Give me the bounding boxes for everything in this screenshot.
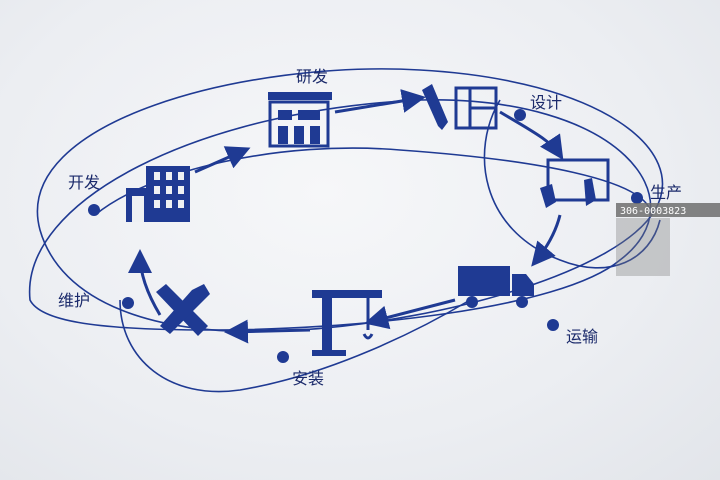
label-maintenance: 维护 xyxy=(58,291,90,310)
node-development xyxy=(88,204,100,216)
truck-icon xyxy=(458,266,534,308)
node-transport xyxy=(547,319,559,331)
pencil-ruler-icon xyxy=(422,84,498,130)
node-design xyxy=(514,109,526,121)
building-blueprint-icon xyxy=(268,92,332,148)
label-production: 生产 xyxy=(650,183,682,202)
node-installation xyxy=(277,351,289,363)
label-research: 研发 xyxy=(296,67,328,86)
label-development: 开发 xyxy=(68,173,100,192)
watermark-code: 306-0003823 xyxy=(620,206,686,217)
node-maintenance xyxy=(122,297,134,309)
node-production xyxy=(631,192,643,204)
computer-hands-icon xyxy=(540,158,610,208)
stage-nodes xyxy=(88,109,643,363)
label-design: 设计 xyxy=(530,93,562,112)
tools-icon xyxy=(156,284,210,336)
watermark: 306-0003823 xyxy=(616,203,720,276)
flow-loop xyxy=(128,89,564,344)
label-transport: 运输 xyxy=(566,327,598,346)
label-installation: 安装 xyxy=(292,369,324,388)
office-building-icon xyxy=(126,166,190,222)
crane-icon xyxy=(312,290,382,356)
stage-labels: 研发 设计 生产 运输 安装 维护 开发 xyxy=(58,67,682,388)
